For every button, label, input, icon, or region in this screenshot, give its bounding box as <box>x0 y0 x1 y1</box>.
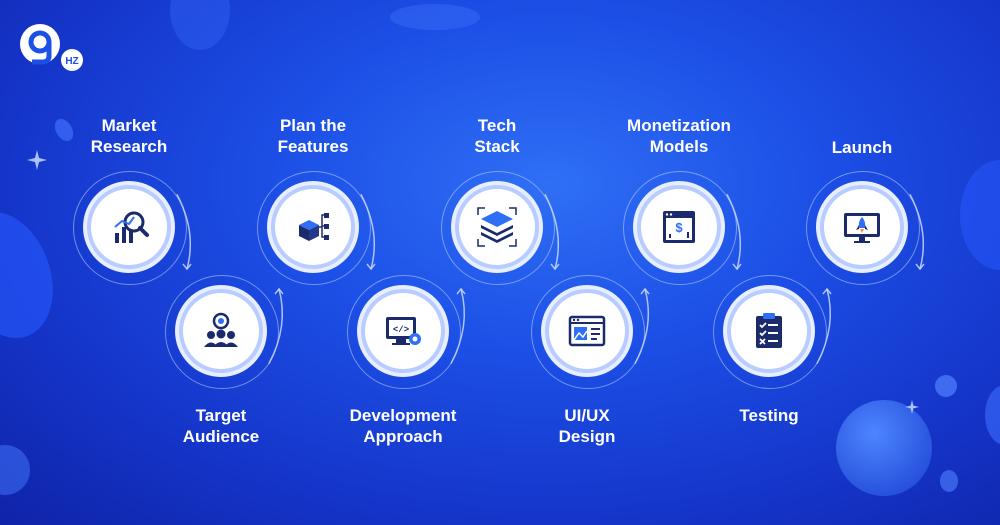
brand-logo: HZ <box>18 22 98 72</box>
market-research-icon <box>114 211 149 243</box>
svg-text:</>: </> <box>393 325 409 335</box>
arrow-head <box>182 263 192 271</box>
step-ring <box>531 275 645 389</box>
step-icon-circle <box>183 293 259 369</box>
testing-icon <box>756 313 782 348</box>
step-icon-circle <box>824 189 900 265</box>
background-blob <box>985 385 1000 445</box>
step-ring <box>73 171 187 285</box>
arrow-head <box>915 263 925 271</box>
step-icon-circle: $ <box>641 189 717 265</box>
brand-logo-sub: HZ <box>65 56 78 67</box>
step-label: Target Audience <box>182 406 260 446</box>
background-blob <box>940 470 958 492</box>
ui-ux-design-icon <box>568 315 606 347</box>
step-label: Development Approach <box>349 406 457 446</box>
sparkle-icon <box>27 150 47 170</box>
step-label: UI/UX Design <box>558 406 616 446</box>
step-icon-circle <box>731 293 807 369</box>
step-label: Launch <box>831 138 893 157</box>
svg-text:$: $ <box>675 220 683 235</box>
arrow-head <box>732 263 742 271</box>
monetization-icon: $ <box>663 211 695 243</box>
development-approach-icon: </> <box>386 317 421 345</box>
step-ring <box>806 171 920 285</box>
target-audience-icon <box>204 312 238 347</box>
step-label: Plan the Features <box>277 116 349 156</box>
step-label: Market Research <box>90 116 168 156</box>
arrow-head <box>274 287 284 295</box>
step-icon-circle <box>275 189 351 265</box>
step-ring <box>165 275 279 389</box>
background-blob <box>935 375 957 397</box>
step-ring <box>713 275 827 389</box>
step-icon-circle: </> <box>365 293 441 369</box>
step-icon-circle <box>459 189 535 265</box>
step-ring <box>257 171 371 285</box>
step-ring <box>441 171 555 285</box>
sparkle-icon <box>905 400 919 414</box>
background-blob <box>836 400 932 496</box>
arrow-head <box>456 287 466 295</box>
arrow-head <box>822 287 832 295</box>
tech-stack-icon <box>477 207 517 247</box>
background-blob <box>390 4 480 30</box>
step-label: Tech Stack <box>474 116 520 156</box>
plan-features-icon <box>299 213 329 241</box>
launch-icon <box>844 213 880 243</box>
arrow-head <box>366 263 376 271</box>
step-icon-circle <box>91 189 167 265</box>
step-label: Monetization Models <box>627 116 731 156</box>
step-ring <box>623 171 737 285</box>
step-ring <box>347 275 461 389</box>
step-label: Testing <box>739 406 799 425</box>
step-icon-circle <box>549 293 625 369</box>
arrow-head <box>550 263 560 271</box>
arrow-head <box>640 287 650 295</box>
